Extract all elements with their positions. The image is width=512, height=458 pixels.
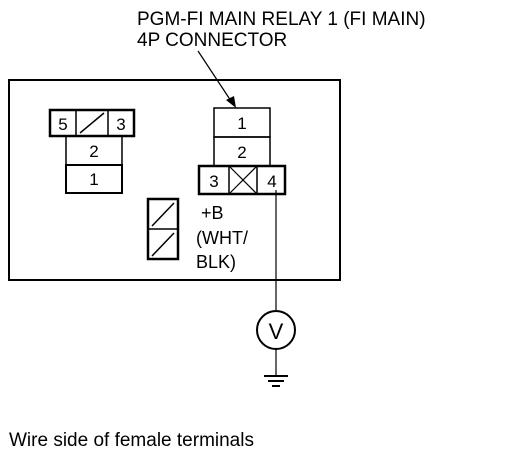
right-pin-4: 4 <box>267 172 276 191</box>
right-connector: 1 2 3 4 <box>197 107 287 196</box>
right-pin-2: 2 <box>237 143 246 162</box>
ground-icon <box>264 375 288 387</box>
blank-connector <box>146 197 180 261</box>
left-pin-1: 1 <box>89 170 98 189</box>
voltmeter-icon: V <box>256 310 296 350</box>
title-line-2: 4P CONNECTOR <box>137 30 287 51</box>
wire-label-line-1: +B <box>201 203 224 223</box>
wire-label: +B (WHT/ BLK) <box>196 203 248 272</box>
right-pin-1: 1 <box>237 114 246 133</box>
left-pin-5: 5 <box>58 115 67 134</box>
wire-label-line-3: BLK) <box>196 252 236 272</box>
wire-label-line-2: (WHT/ <box>196 228 248 248</box>
blank-slot-mark <box>79 112 105 134</box>
right-pin-3: 3 <box>209 172 218 191</box>
left-pin-3: 3 <box>116 115 125 134</box>
caption: Wire side of female terminals <box>9 430 254 451</box>
voltmeter-symbol: V <box>269 319 284 344</box>
title-line-1: PGM-FI MAIN RELAY 1 (FI MAIN) <box>137 9 426 30</box>
leader-arrow <box>197 50 236 108</box>
left-connector: 5 3 2 1 <box>48 108 136 194</box>
connector-frame <box>8 79 341 281</box>
left-pin-2: 2 <box>89 142 98 161</box>
